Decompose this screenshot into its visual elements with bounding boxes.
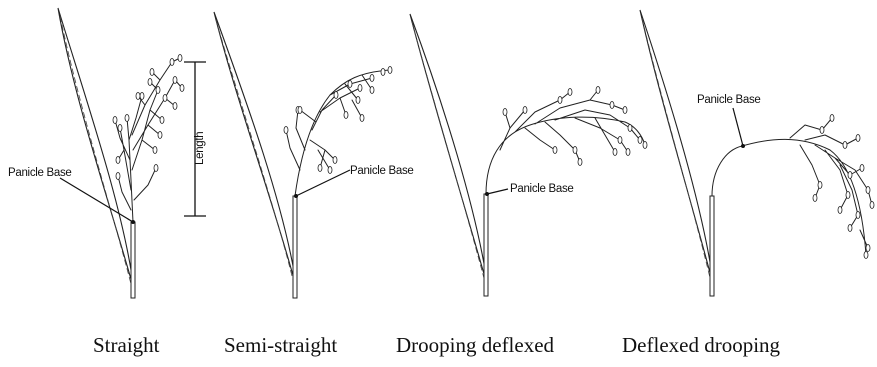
plant-straight: Panicle Base Length <box>8 8 206 298</box>
panicle-base-label: Panicle Base <box>697 94 761 106</box>
spikelets <box>284 67 392 174</box>
flag-leaf <box>58 8 134 290</box>
culm <box>131 222 135 298</box>
caption-semi-straight: Semi-straight <box>224 335 337 356</box>
panicle-base-label: Panicle Base <box>8 167 72 179</box>
caption-straight: Straight <box>93 335 160 356</box>
panicle-base-leader <box>296 170 350 196</box>
plant-deflexed-drooping: Panicle Base <box>640 10 874 296</box>
plant-semi-straight: Panicle Base <box>214 12 414 298</box>
panicle-base-leader <box>487 189 508 194</box>
caption-deflexed-drooping: Deflexed drooping <box>622 335 780 356</box>
culm <box>710 196 714 296</box>
flag-leaf <box>410 14 488 288</box>
panicle-base-leader <box>60 178 133 222</box>
panicle <box>286 70 390 196</box>
caption-drooping-deflexed: Drooping deflexed <box>396 335 554 356</box>
panicle-base-label: Panicle Base <box>350 165 414 177</box>
culm <box>484 194 488 296</box>
culm <box>293 196 297 298</box>
panicle <box>712 118 872 255</box>
flag-leaf <box>640 10 714 288</box>
panicle-base-label: Panicle Base <box>510 183 574 195</box>
panicle-base-leader <box>733 108 743 146</box>
length-label: Length <box>194 132 206 165</box>
plant-drooping-deflexed: Panicle Base <box>410 14 647 296</box>
spikelets <box>503 87 647 166</box>
